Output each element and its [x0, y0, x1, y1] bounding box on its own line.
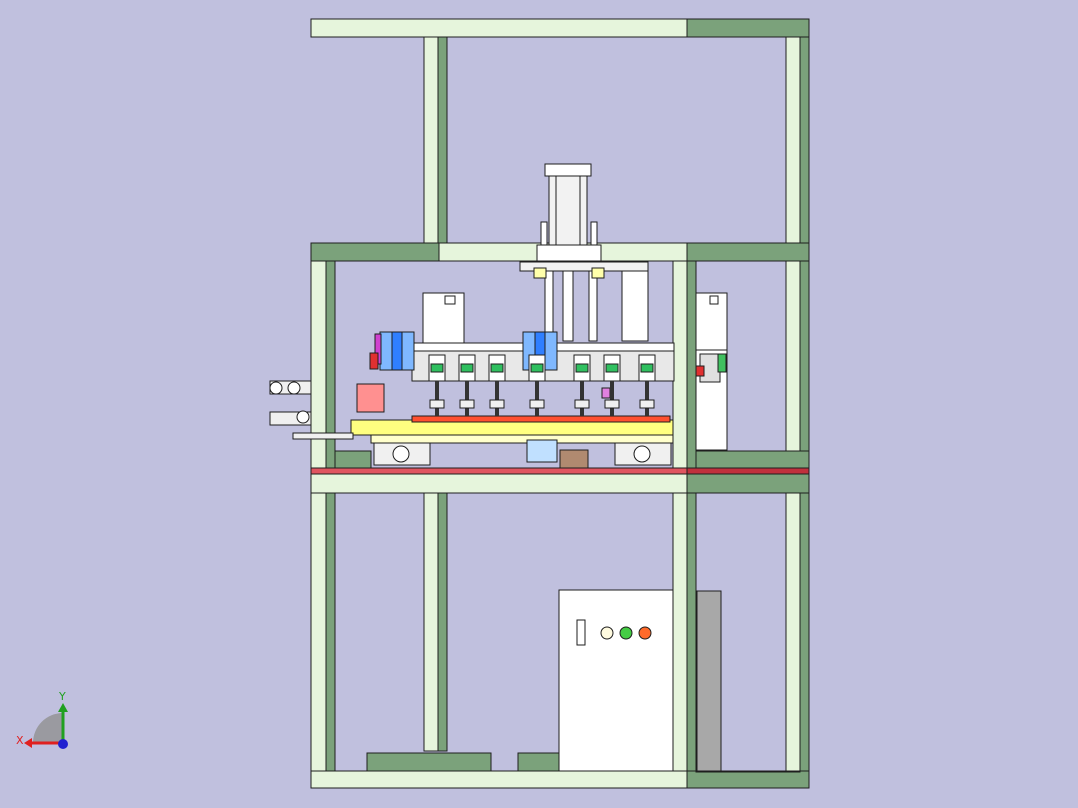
spindle-station — [428, 354, 446, 416]
machine-frame[interactable] — [310, 18, 810, 789]
x-axis-label: X — [16, 734, 24, 747]
spindle-station — [638, 354, 656, 416]
press-cylinder-assembly[interactable] — [519, 163, 649, 342]
side-panel — [696, 590, 722, 772]
indicator-light-white[interactable] — [600, 626, 614, 640]
spindle-station — [573, 354, 591, 416]
spindle-station — [458, 354, 476, 416]
spindle-stations[interactable] — [428, 354, 656, 416]
electrical-cabinet[interactable] — [558, 589, 674, 772]
orientation-triad[interactable]: Y X — [16, 690, 68, 749]
z-axis-marker — [58, 739, 68, 749]
spindle-station — [528, 354, 546, 416]
indicator-light-orange[interactable] — [638, 626, 652, 640]
indicator-light-green[interactable] — [619, 626, 633, 640]
x-axis-arrowhead — [24, 738, 32, 748]
y-axis-arrowhead — [58, 703, 68, 712]
y-axis-label: Y — [58, 690, 66, 703]
spindle-station — [603, 354, 621, 416]
cabinet-body — [558, 589, 674, 772]
spindle-station — [488, 354, 506, 416]
triad-quadrant — [33, 713, 63, 743]
cabinet-switch[interactable] — [576, 619, 586, 646]
